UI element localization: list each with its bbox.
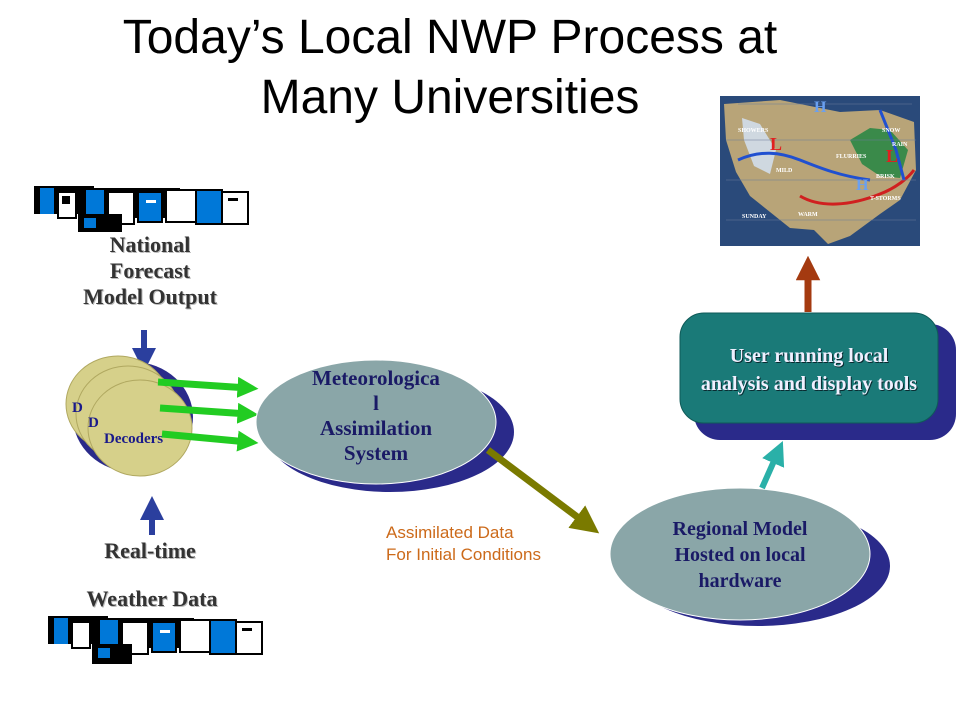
title-line-2: Many Universities (260, 71, 640, 124)
assimilated-data-note: Assimilated Data For Initial Conditions (386, 522, 616, 566)
regional-line-3: hardware (698, 570, 782, 592)
assimilated-note-line-1: Assimilated Data (386, 523, 514, 542)
map-high-north: H (814, 99, 827, 116)
map-label-tstorms: T-STORMS (870, 196, 901, 202)
national-line-1: National (109, 232, 191, 257)
map-low-east: L (886, 146, 898, 166)
decoder-arrow-2 (159, 402, 259, 424)
map-label-sunday: SUNDAY (742, 214, 767, 220)
assimilation-line-4: System (343, 441, 409, 465)
map-label-rain: RAIN (892, 142, 908, 148)
assimilation-line-3: Assimilation (319, 416, 432, 440)
user-tools-box (679, 312, 956, 440)
national-line-2: Forecast (109, 258, 191, 283)
user-tools-label: User running local analysis and display … (676, 342, 942, 398)
assimilation-label: Meteorologica l Assimilation System (276, 366, 476, 466)
realtime-line-1: Real-time (104, 538, 196, 563)
map-label-showers: SHOWERS (738, 128, 769, 134)
national-forecast-label: National Forecast Model Output (50, 232, 250, 310)
assimilated-note-line-2: For Initial Conditions (386, 545, 541, 564)
computer-cluster-icon (34, 186, 249, 232)
assimilation-oval (255, 359, 514, 492)
assimilation-line-1: Meteorologica (312, 366, 440, 390)
regional-line-2: Hosted on local (674, 544, 806, 566)
regional-model-label: Regional Model Hosted on local hardware (630, 516, 850, 594)
realtime-line-2: Weather Data (86, 586, 218, 611)
decoder-label-back-1: D (72, 400, 83, 416)
map-high-east: H (856, 177, 869, 194)
page-title: Today’s Local NWP Process at Many Univer… (40, 8, 860, 128)
map-label-brisk: BRISK (876, 174, 895, 180)
regional-line-1: Regional Model (672, 518, 808, 540)
national-line-3: Model Output (83, 284, 217, 309)
map-low-west: L (770, 134, 782, 154)
assimilation-line-2: l (373, 391, 379, 415)
map-label-warm: WARM (798, 212, 818, 218)
decoders-stack: D D Decoders (65, 355, 193, 477)
decoder-arrow-1 (157, 376, 259, 398)
map-label-snow: SNOW (882, 128, 900, 134)
user-line-1: User running local (729, 345, 889, 367)
decoder-arrow-3 (161, 430, 259, 452)
user-line-2: analysis and display tools (700, 373, 918, 395)
map-label-mild: MILD (776, 168, 793, 174)
assimilated-data-arrow (485, 447, 600, 534)
map-label-flurries: FLURRIES (836, 154, 867, 160)
title-line-1: Today’s Local NWP Process at (122, 11, 778, 64)
model-to-user-arrow (759, 441, 785, 490)
regional-model-oval (609, 487, 890, 626)
decoder-label-back-2: D (88, 415, 99, 431)
weather-map-icon: H H L L SHOWERS MILD SUNDAY FLURRIES WAR… (720, 96, 920, 246)
decoder-label: Decoders (104, 431, 163, 447)
computer-cluster-icon (48, 616, 263, 664)
